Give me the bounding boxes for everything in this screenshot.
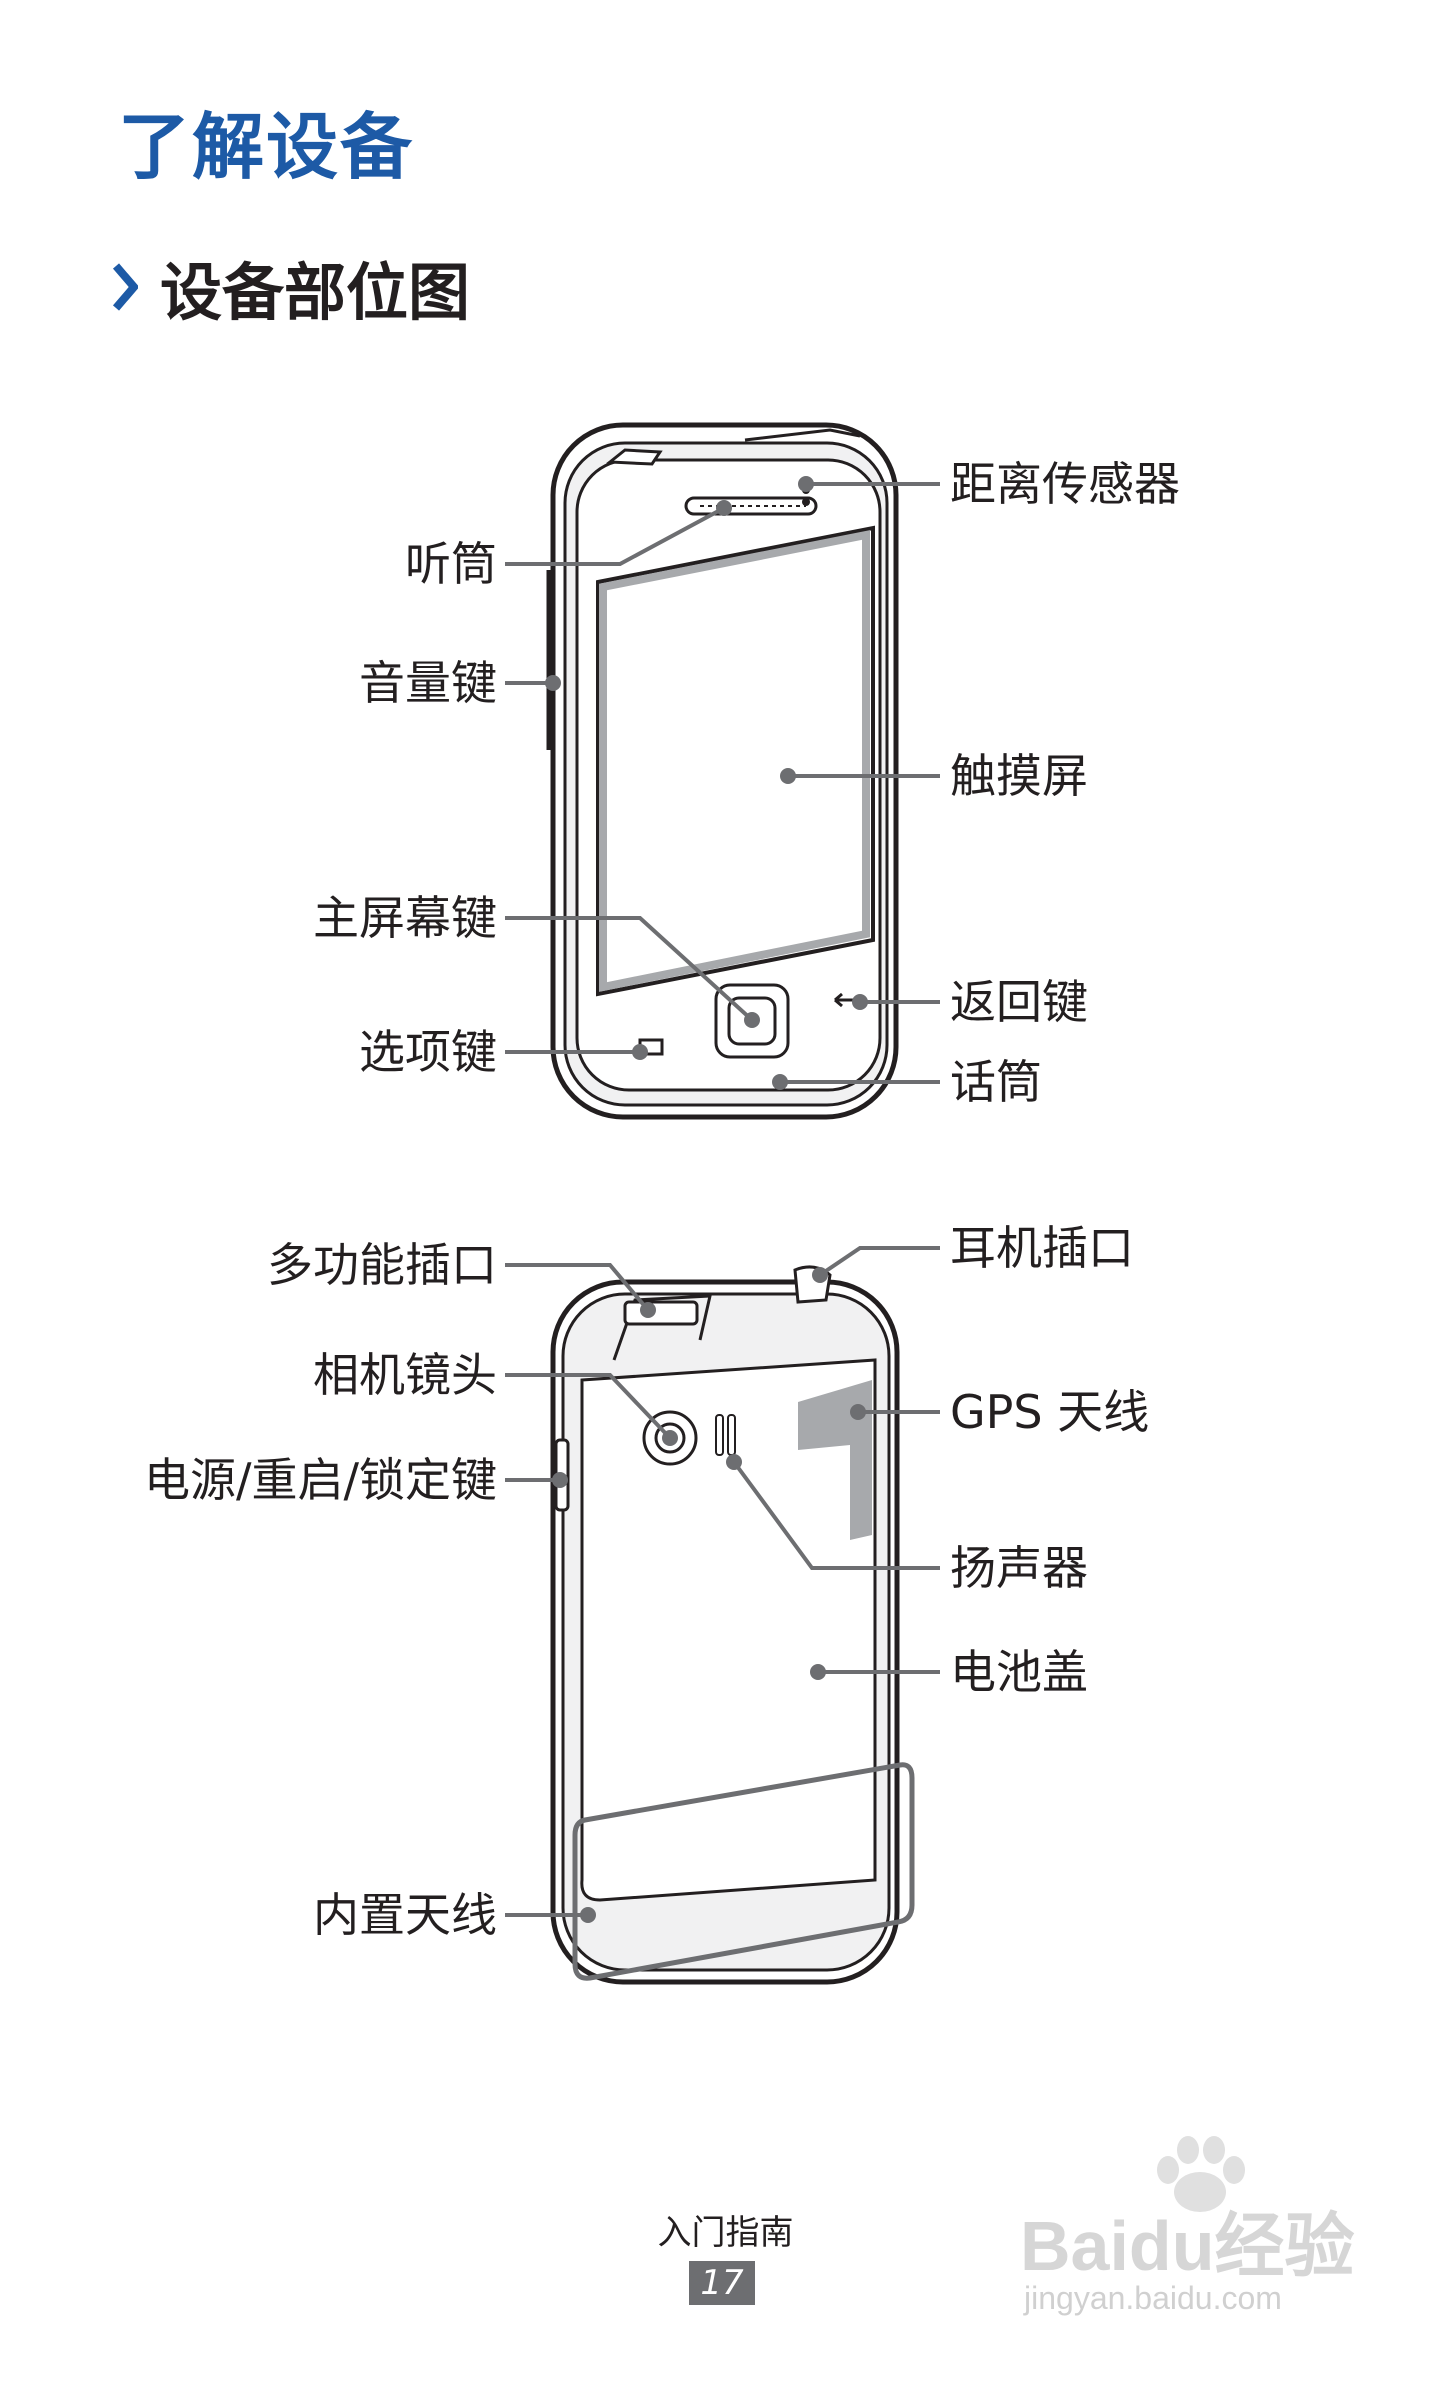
- label-power-key: 电源/重启/锁定键: [144, 1453, 497, 1507]
- label-volume-key: 音量键: [359, 656, 497, 710]
- phone-front-illustration: [546, 422, 899, 1120]
- label-internal-antenna: 内置天线: [313, 1888, 497, 1942]
- page-title: 了解设备: [118, 105, 415, 189]
- watermark: Baidu经验 jingyan.baidu.com: [1020, 2136, 1360, 2350]
- label-camera-lens: 相机镜头: [313, 1348, 497, 1402]
- label-earpiece: 听筒: [405, 537, 497, 591]
- page-number: 17: [689, 2261, 755, 2305]
- watermark-url: jingyan.baidu.com: [1024, 2280, 1282, 2316]
- label-proximity-sensor: 距离传感器: [950, 457, 1180, 511]
- section-title-text: 设备部位图: [160, 256, 471, 329]
- footer-section: 入门指南: [657, 2213, 794, 2253]
- label-microphone: 话筒: [950, 1055, 1042, 1109]
- paw-icon: [1157, 2136, 1245, 2212]
- label-battery-cover: 电池盖: [950, 1645, 1088, 1699]
- watermark-logo: Baidu经验: [1020, 2207, 1355, 2285]
- chevron-right-icon: [112, 263, 138, 311]
- label-speaker: 扬声器: [950, 1541, 1088, 1595]
- leader-lines: [505, 482, 940, 1917]
- label-back-key: 返回键: [950, 975, 1088, 1029]
- label-menu-key: 选项键: [359, 1025, 497, 1079]
- label-gps-antenna: GPS 天线: [950, 1385, 1150, 1439]
- label-headset-jack: 耳机插口: [950, 1221, 1134, 1275]
- label-touch-screen: 触摸屏: [950, 749, 1088, 803]
- phone-back-illustration: [550, 1265, 915, 1985]
- leader-dots: [545, 476, 868, 1923]
- label-home-key: 主屏幕键: [313, 891, 497, 945]
- label-multifunction-jack: 多功能插口: [267, 1238, 497, 1292]
- section-title: 设备部位图: [112, 242, 470, 332]
